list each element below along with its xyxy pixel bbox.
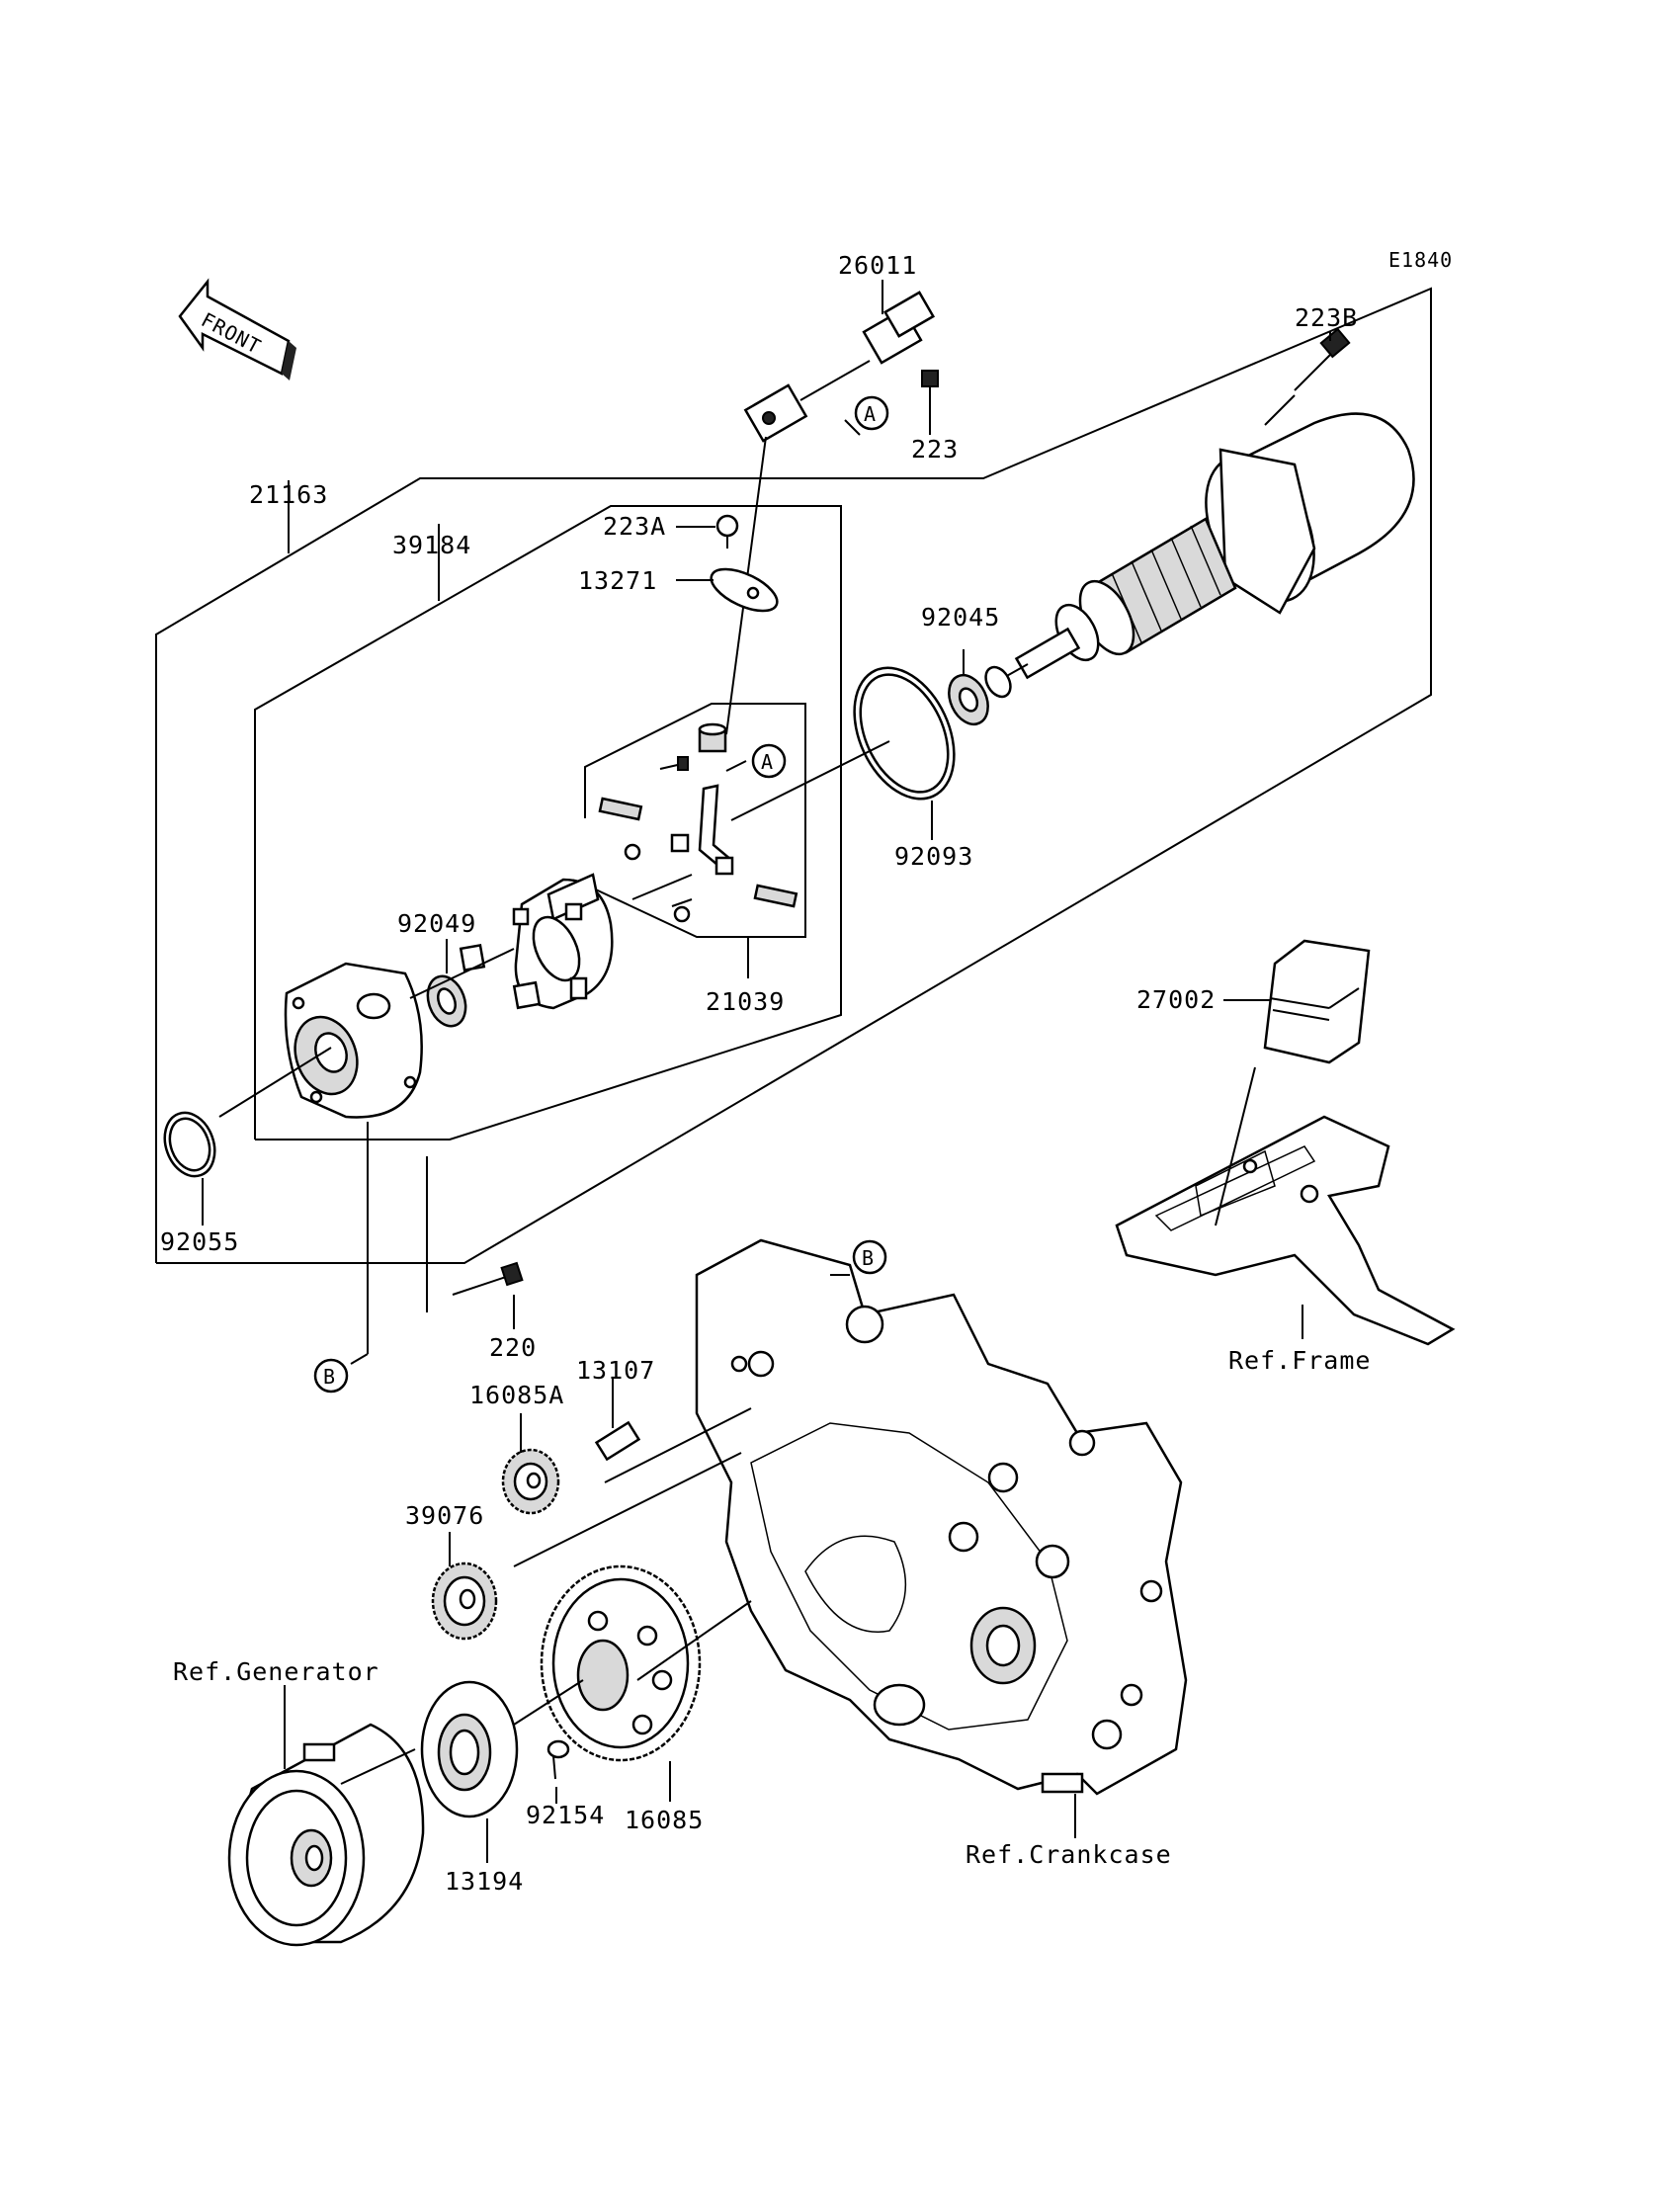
- label-21039: 21039: [706, 987, 785, 1016]
- label-27002: 27002: [1136, 985, 1216, 1014]
- one-way-clutch-13194: [420, 1680, 519, 1818]
- small-plates: [459, 943, 542, 1010]
- label-13194: 13194: [445, 1867, 524, 1896]
- crankcase: [695, 1238, 1188, 1796]
- label-92154: 92154: [526, 1801, 605, 1829]
- brush-holder-21039: [512, 873, 614, 1010]
- front-arrow-icon: FRONT: [178, 278, 296, 380]
- label-39076: 39076: [405, 1501, 484, 1530]
- gear-39076: [431, 1562, 498, 1641]
- ref-generator-label: Ref.Generator: [173, 1657, 379, 1686]
- grommet: [698, 722, 727, 753]
- label-92049: 92049: [397, 909, 476, 938]
- ref-mark-b-crankcase: B: [852, 1239, 887, 1275]
- label-220: 220: [489, 1333, 537, 1362]
- label-92045: 92045: [921, 603, 1000, 632]
- gasket-13271: [710, 567, 779, 613]
- label-16085: 16085: [625, 1806, 704, 1834]
- pin-13107: [594, 1420, 641, 1462]
- ref-mark-a-brush: A: [751, 743, 787, 779]
- frame-section: [1115, 1115, 1456, 1346]
- bearing-92045: [948, 673, 989, 726]
- label-92093: 92093: [894, 842, 973, 871]
- label-26011: 26011: [838, 251, 917, 280]
- label-92055: 92055: [160, 1227, 239, 1256]
- svg-text:A: A: [761, 750, 774, 774]
- bolt-223A: [715, 514, 739, 549]
- o-ring-92055: [163, 1111, 216, 1178]
- label-39184: 39184: [392, 531, 471, 559]
- label-223: 223: [911, 435, 959, 464]
- diagram-code: E1840: [1388, 248, 1453, 272]
- oil-seal-92049: [426, 974, 467, 1028]
- bolt-220: [452, 1261, 524, 1296]
- armature: [995, 517, 1237, 683]
- connector-26011: [725, 291, 936, 735]
- svg-text:B: B: [323, 1365, 336, 1389]
- label-223B: 223B: [1295, 303, 1358, 332]
- ref-frame-label: Ref.Frame: [1228, 1346, 1371, 1375]
- bolt-223: [921, 370, 939, 415]
- o-ring-92093-small: [984, 665, 1012, 699]
- svg-text:B: B: [862, 1246, 875, 1270]
- svg-text:A: A: [864, 402, 877, 426]
- idle-gear-16085A: [501, 1448, 560, 1515]
- brush-springs: [598, 756, 798, 923]
- starter-motor-yoke: [1205, 412, 1415, 615]
- ref-mark-a-top: A: [854, 395, 889, 431]
- terminal-plate: [670, 784, 734, 876]
- generator-rotor: [227, 1723, 425, 1947]
- label-16085A: 16085A: [469, 1381, 564, 1409]
- label-21163: 21163: [249, 480, 328, 509]
- starter-bolt-223B: [1264, 327, 1351, 426]
- starter-end-cover-39184: [284, 962, 423, 1119]
- label-13107: 13107: [576, 1356, 655, 1385]
- ref-crankcase-label: Ref.Crankcase: [966, 1840, 1172, 1869]
- o-ring-92093: [853, 666, 956, 801]
- label-223A: 223A: [603, 512, 666, 541]
- bolt-92154: [546, 1739, 570, 1780]
- label-13271: 13271: [578, 566, 657, 595]
- starter-clutch-gear-16085: [540, 1564, 702, 1762]
- starter-relay-27002: [1263, 939, 1371, 1064]
- ref-mark-b-left: B: [313, 1358, 349, 1394]
